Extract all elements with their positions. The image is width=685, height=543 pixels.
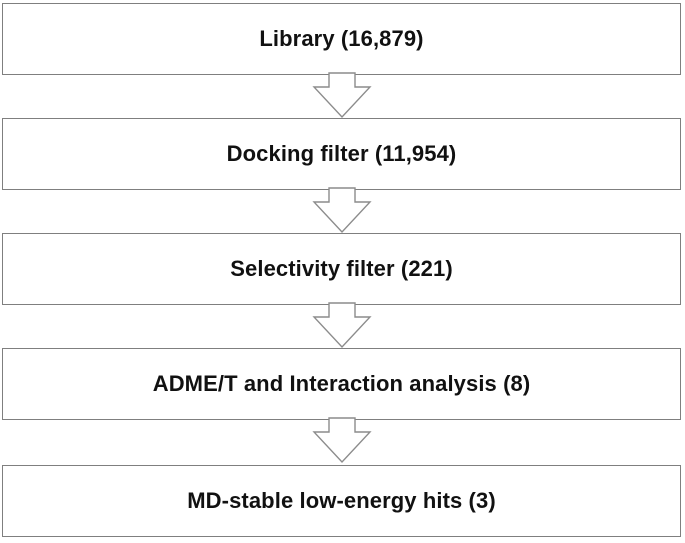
stage-box-md-stable-hits: MD-stable low-energy hits (3) (2, 465, 681, 537)
stage-box-selectivity-filter: Selectivity filter (221) (2, 233, 681, 305)
stage-box-docking-filter: Docking filter (11,954) (2, 118, 681, 190)
down-arrow-1 (312, 72, 372, 119)
stage-label-md-stable-hits: MD-stable low-energy hits (3) (187, 488, 496, 513)
stage-box-library: Library (16,879) (2, 3, 681, 75)
stage-box-admet-interaction: ADME/T and Interaction analysis (8) (2, 348, 681, 420)
down-arrow-2 (312, 187, 372, 234)
stage-label-selectivity-filter: Selectivity filter (221) (230, 256, 453, 281)
stage-label-library: Library (16,879) (259, 26, 424, 51)
stage-label-admet-interaction: ADME/T and Interaction analysis (8) (152, 371, 531, 396)
down-arrow-4 (312, 417, 372, 464)
stage-label-docking-filter: Docking filter (11,954) (226, 141, 457, 166)
down-arrow-3 (312, 302, 372, 349)
